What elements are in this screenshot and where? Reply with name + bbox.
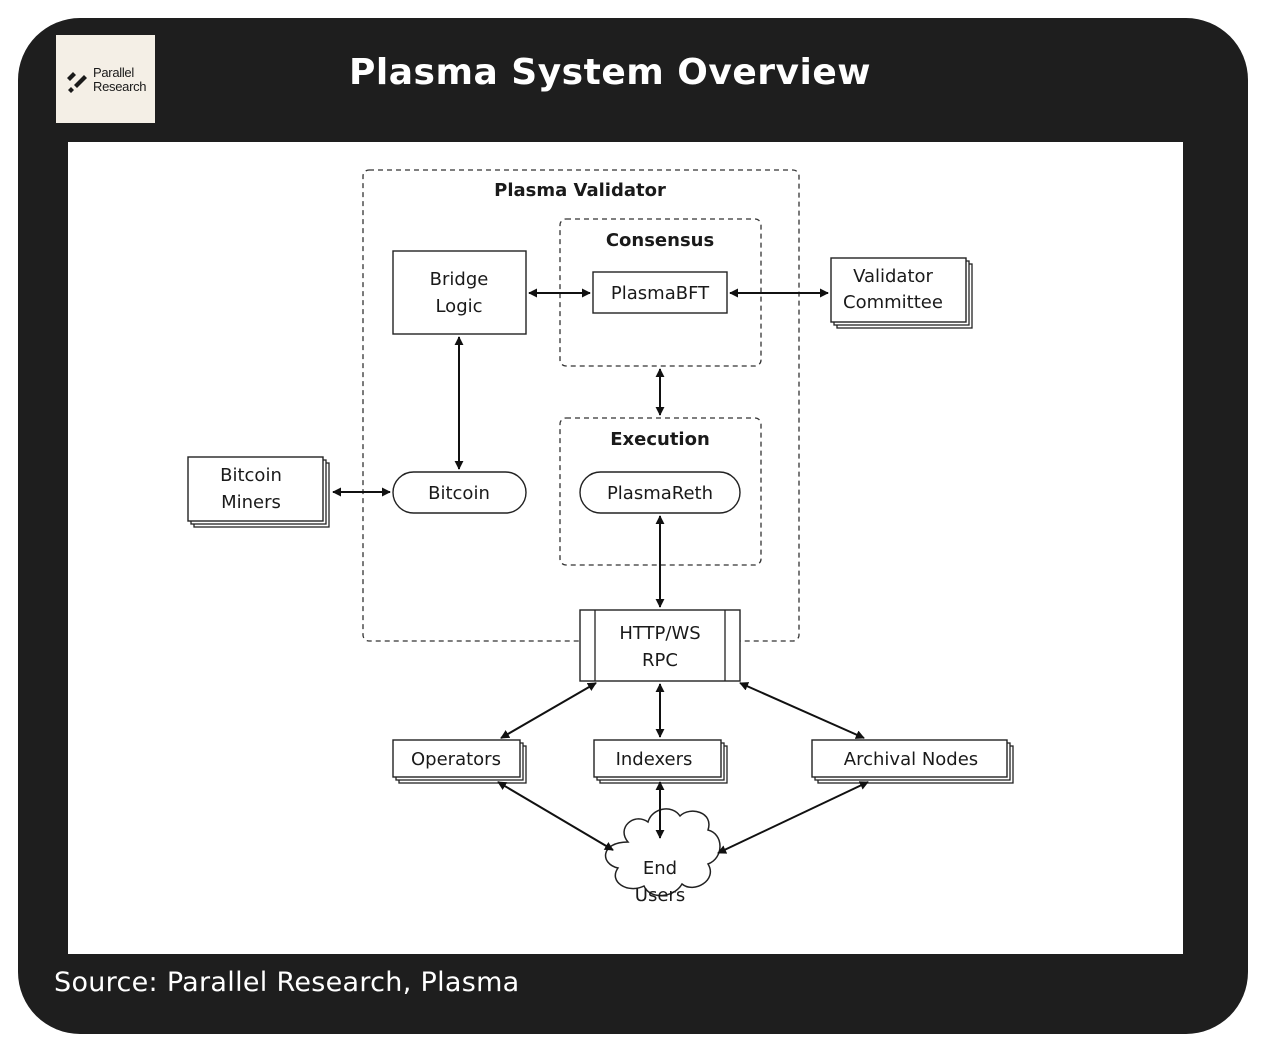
- system-diagram: Plasma Validator Consensus Execution Bri…: [187, 169, 1014, 906]
- parallel-logo-icon: [67, 72, 87, 93]
- source-caption: Source: Parallel Research, Plasma: [54, 967, 520, 998]
- archival-nodes-label: Archival Nodes: [844, 749, 978, 770]
- validator-committee-node: Validator Committee: [830, 257, 973, 329]
- edge-rpc-operators: [500, 682, 597, 739]
- edge-operators-endusers: [497, 781, 614, 851]
- bitcoin-miners-line-2: Miners: [221, 492, 281, 513]
- rpc-node: HTTP/WS RPC: [579, 609, 741, 682]
- logo-text: Parallel Research: [93, 65, 147, 94]
- archival-nodes-node: Archival Nodes: [811, 739, 1014, 784]
- bridge-logic-line-2: Logic: [435, 296, 482, 317]
- bridge-logic-node: Bridge Logic: [392, 250, 527, 335]
- bitcoin-miners-node: Bitcoin Miners: [187, 456, 330, 528]
- bitcoin-label: Bitcoin: [428, 483, 490, 504]
- indexers-label: Indexers: [616, 749, 693, 770]
- edges: [332, 288, 869, 854]
- rpc-line-1: HTTP/WS: [619, 623, 700, 644]
- bitcoin-miners-line-1: Bitcoin: [220, 465, 282, 486]
- plasma-bft-node: PlasmaBFT: [592, 271, 728, 314]
- end-users-line-1: End: [643, 858, 677, 879]
- logo-line-2: Research: [93, 79, 147, 94]
- end-users-line-2: Users: [635, 885, 685, 906]
- end-users-node: End Users: [604, 808, 721, 906]
- cloud-icon: [604, 808, 721, 897]
- validator-committee-line-2: Committee: [843, 292, 943, 313]
- consensus-label: Consensus: [606, 230, 714, 251]
- diagram-canvas: Plasma Validator Consensus Execution Bri…: [68, 142, 1183, 954]
- validator-committee-line-1: Validator: [853, 266, 933, 287]
- page-title: Plasma System Overview: [349, 52, 871, 93]
- plasma-validator-label: Plasma Validator: [494, 180, 666, 201]
- plasma-bft-label: PlasmaBFT: [611, 283, 710, 304]
- indexers-node: Indexers: [593, 739, 728, 784]
- edge-rpc-archival: [739, 682, 865, 739]
- operators-label: Operators: [411, 749, 501, 770]
- plasma-reth-node: PlasmaReth: [579, 471, 741, 514]
- operators-node: Operators: [392, 739, 527, 784]
- bridge-logic-line-1: Bridge: [430, 269, 489, 290]
- rpc-line-2: RPC: [642, 650, 678, 671]
- plasma-reth-label: PlasmaReth: [607, 483, 713, 504]
- logo-line-1: Parallel: [93, 65, 134, 80]
- edge-archival-endusers: [717, 781, 869, 854]
- parallel-research-logo: Parallel Research: [56, 35, 155, 123]
- bitcoin-node: Bitcoin: [392, 471, 527, 514]
- plasma-validator-group: Plasma Validator: [362, 169, 800, 642]
- execution-label: Execution: [610, 429, 710, 450]
